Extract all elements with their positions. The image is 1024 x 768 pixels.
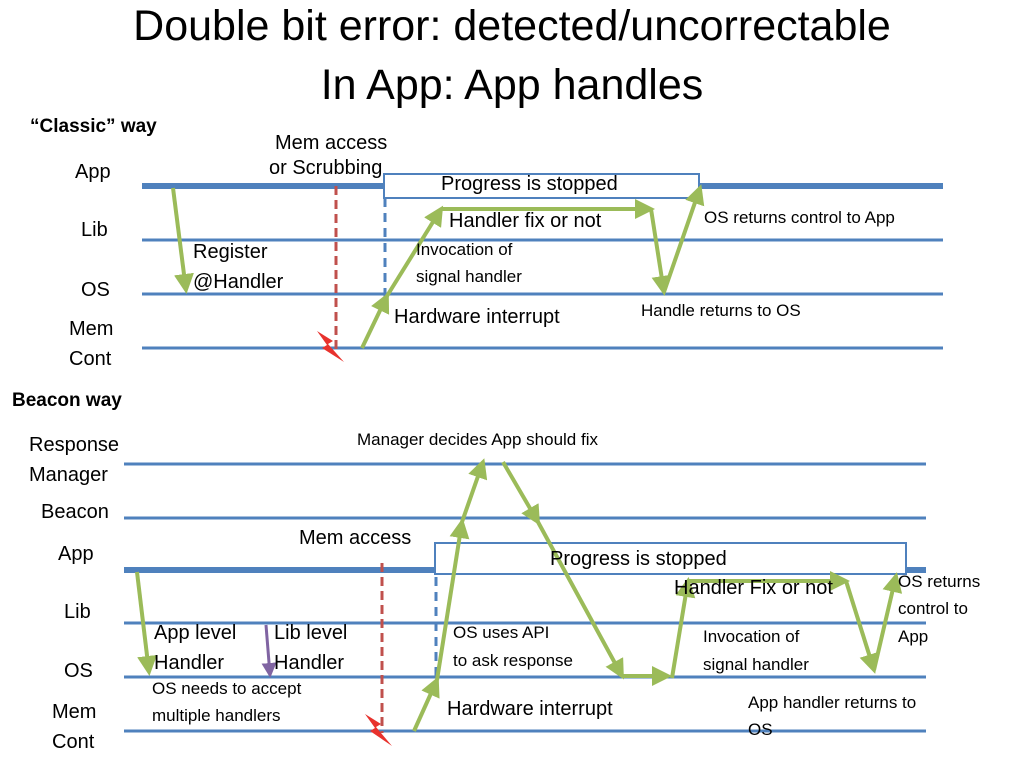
- beacon-lane-manager: Manager: [29, 464, 108, 486]
- beacon-os-uses-api-label: OS uses API: [453, 623, 550, 642]
- classic-lane-os: OS: [81, 279, 110, 301]
- beacon-lib-handler-arrow: [261, 624, 277, 678]
- classic-mem-access-label: Mem access: [275, 132, 388, 154]
- classic-hw-interrupt-label: Hardware interrupt: [394, 306, 560, 328]
- beacon-app-handler-arrow: [135, 571, 158, 676]
- beacon-lane-beacon: Beacon: [41, 501, 109, 523]
- beacon-app-level-handler-label: Handler: [154, 652, 225, 674]
- beacon-ask-response-label: to ask response: [453, 651, 574, 670]
- classic-invocation-arrow: [385, 205, 444, 298]
- beacon-error-lightning: [365, 714, 392, 746]
- beacon-multiple-handlers-label: multiple handlers: [152, 706, 281, 725]
- beacon-mem-access-label: Mem access: [299, 527, 412, 549]
- title-line-2: In App: App handles: [320, 61, 704, 109]
- beacon-lane-cont: Cont: [52, 731, 95, 753]
- classic-lane-cont: Cont: [69, 348, 112, 370]
- classic-progress-label: Progress is stopped: [441, 173, 618, 195]
- beacon-manager-decides-label: Manager decides App should fix: [357, 430, 598, 449]
- classic-hw-interrupt-arrow: [360, 292, 390, 349]
- beacon-to-os-arrow: [536, 521, 624, 680]
- beacon-handler-fix-label: Handler Fix or not: [674, 577, 833, 599]
- classic-handler-fix-label: Handler fix or not: [449, 210, 602, 232]
- beacon-os-returns-arrow: [872, 572, 903, 671]
- classic-os-returns-label: OS returns control to App: [704, 208, 895, 227]
- classic-handler-address-label: @Handler: [193, 271, 284, 293]
- beacon-lane-app: App: [58, 543, 94, 565]
- beacon-invocation-label: Invocation of: [703, 627, 800, 646]
- beacon-os-returns-label-3: App: [898, 627, 929, 646]
- beacon-to-manager-arrow: [460, 458, 488, 523]
- classic-scrubbing-label: or Scrubbing: [269, 157, 383, 179]
- classic-lane-mem: Mem: [69, 318, 114, 340]
- beacon-progress-box: [434, 542, 907, 575]
- title-line-1: Double bit error: detected/uncorrectable: [133, 2, 891, 50]
- beacon-app-level-label: App level: [154, 622, 237, 644]
- classic-register-label: Register: [193, 241, 268, 263]
- classic-heading: “Classic” way: [30, 116, 157, 137]
- beacon-os-needs-label: OS needs to accept: [152, 679, 302, 698]
- beacon-lane-mem: Mem: [52, 701, 97, 723]
- beacon-heading: Beacon way: [12, 390, 122, 411]
- classic-error-lightning: [317, 331, 344, 362]
- beacon-os-returns-label-2: control to: [898, 599, 968, 618]
- classic-invocation-label: Invocation of: [416, 240, 513, 259]
- classic-handle-returns-arrow: [649, 208, 672, 296]
- beacon-app-handler-returns-os-label: OS: [748, 720, 773, 739]
- beacon-manager-to-beacon-arrow: [501, 460, 541, 526]
- beacon-signal-handler-label: signal handler: [703, 655, 809, 674]
- classic-handle-returns-label: Handle returns to OS: [641, 301, 801, 320]
- beacon-app-handler-returns-label: App handler returns to: [748, 693, 917, 712]
- beacon-handler-returns-arrow: [844, 580, 879, 674]
- beacon-progress-label: Progress is stopped: [550, 548, 727, 570]
- beacon-hw-interrupt-label: Hardware interrupt: [447, 698, 613, 720]
- beacon-invocation-arrow: [670, 577, 696, 679]
- classic-os-returns-arrow: [662, 184, 705, 293]
- beacon-os-returns-label-1: OS returns: [898, 572, 981, 591]
- beacon-lane-response: Response: [29, 434, 120, 456]
- classic-signal-handler-label: signal handler: [416, 267, 522, 286]
- classic-register-arrow: [171, 187, 194, 294]
- beacon-lane-os: OS: [64, 660, 93, 682]
- classic-lane-app: App: [75, 161, 111, 183]
- classic-lane-lib: Lib: [81, 219, 108, 241]
- beacon-lib-level-handler-label: Handler: [274, 652, 345, 674]
- beacon-lib-level-label: Lib level: [274, 622, 348, 644]
- beacon-lane-lib: Lib: [64, 601, 91, 623]
- beacon-hw-interrupt-arrow: [412, 676, 440, 732]
- beacon-os-to-beacon-arrow: [435, 518, 470, 681]
